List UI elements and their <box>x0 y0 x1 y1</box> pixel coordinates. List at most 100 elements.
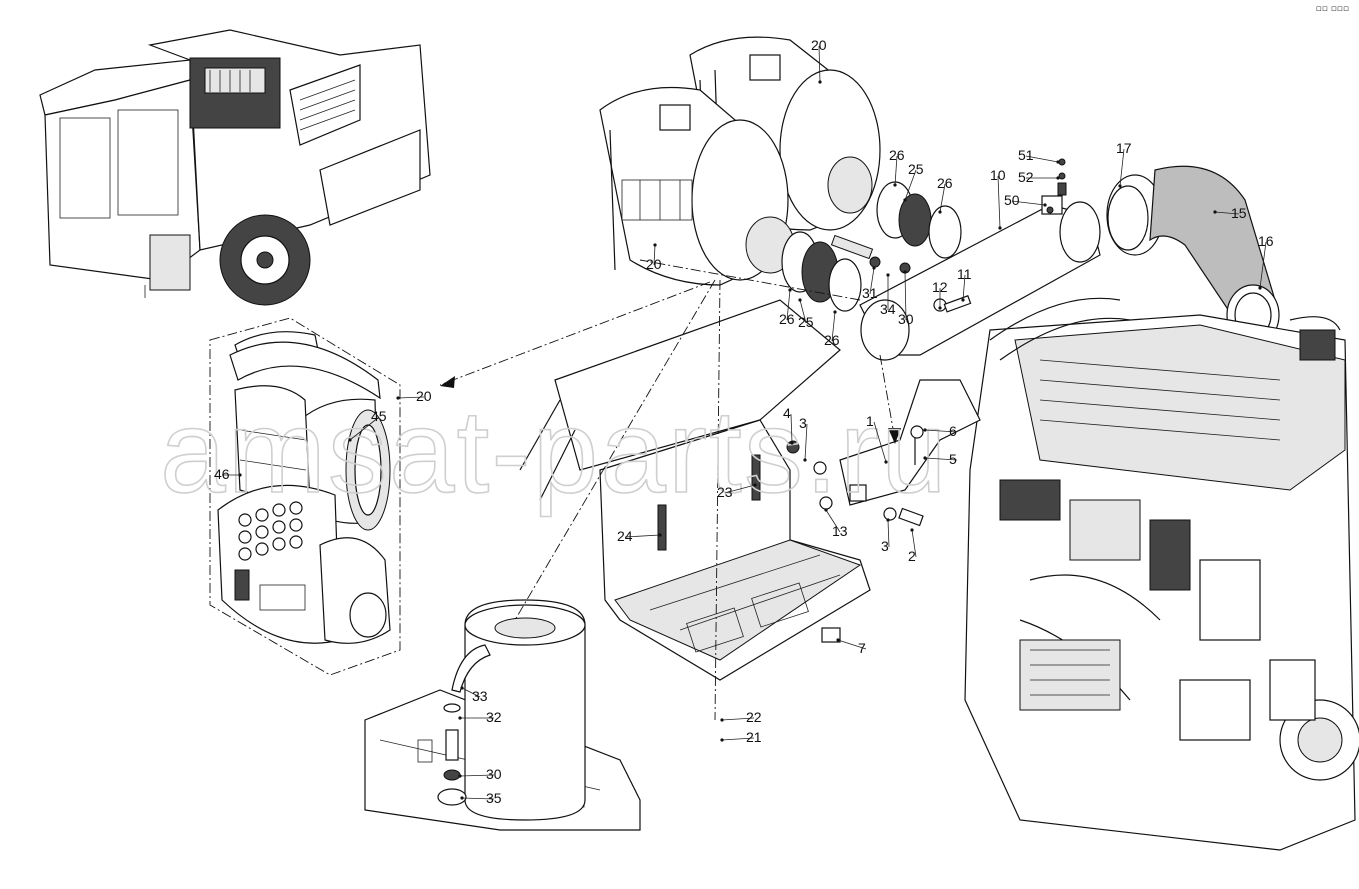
callout-number: 26 <box>779 311 795 327</box>
leader-line <box>1119 148 1125 187</box>
leader-dot <box>1258 286 1262 290</box>
leader-line <box>818 45 821 83</box>
callout-number: 24 <box>617 528 633 544</box>
callout-number: 23 <box>717 484 733 500</box>
callout-number: 46 <box>214 466 230 482</box>
leader-dot <box>790 441 794 445</box>
callout-number: 35 <box>486 790 502 806</box>
leader-dot <box>458 774 462 778</box>
leader-lines <box>222 45 1267 800</box>
callout-number: 30 <box>898 311 914 327</box>
leader-line <box>721 737 755 741</box>
leader-dot <box>798 298 802 302</box>
leader-line <box>924 457 958 461</box>
leader-dot <box>238 473 242 477</box>
leader-dot <box>824 508 828 512</box>
callout-number: 15 <box>1231 205 1247 221</box>
callout-number: 25 <box>798 314 814 330</box>
leader-dot <box>886 518 890 522</box>
leader-dot <box>460 686 464 690</box>
leader-dot <box>396 396 400 400</box>
mounting-tray <box>519 299 871 681</box>
leader-line <box>1214 211 1240 215</box>
callout-number: 31 <box>862 285 878 301</box>
leader-dot <box>753 483 757 487</box>
leader-dot <box>658 533 662 537</box>
callout-labels: 1233456710111213151617202020212223242525… <box>214 37 1274 806</box>
leader-dot <box>938 306 942 310</box>
leader-dot <box>803 458 807 462</box>
leader-dot <box>872 266 876 270</box>
leader-dot <box>348 438 352 442</box>
leader-line <box>837 639 867 650</box>
leader-line <box>721 717 755 721</box>
leader-dot <box>1056 160 1060 164</box>
watermark-text: amsat-parts.ru <box>160 386 949 518</box>
leader-line <box>825 509 841 533</box>
leader-dot <box>833 310 837 314</box>
callout-number: 1 <box>866 413 874 429</box>
callout-number: 11 <box>957 266 972 282</box>
leader-line <box>869 267 875 295</box>
callout-number: 20 <box>416 388 432 404</box>
leader-line <box>904 271 907 321</box>
leader-line <box>459 774 495 777</box>
leader-line <box>939 183 946 213</box>
callout-number: 33 <box>472 688 488 704</box>
callout-number: 25 <box>908 161 924 177</box>
hose-couplings <box>781 181 962 312</box>
callout-number: 2 <box>908 548 916 564</box>
leader-line <box>724 484 756 494</box>
callout-number: 10 <box>990 167 1006 183</box>
leader-line <box>831 311 836 342</box>
leader-dot <box>910 528 914 532</box>
leader-dot <box>460 796 464 800</box>
leader-line <box>653 244 656 266</box>
leader-line <box>911 529 917 558</box>
callout-number: 52 <box>1018 169 1034 185</box>
intake-pipe <box>859 158 1101 361</box>
leader-dot <box>836 638 840 642</box>
engine-icon <box>964 297 1359 851</box>
machine-overview-icon <box>39 29 431 306</box>
callout-number: 26 <box>824 332 840 348</box>
callout-number: 32 <box>486 709 502 725</box>
callout-number: 50 <box>1004 192 1020 208</box>
callout-number: 20 <box>811 37 827 53</box>
leader-dot <box>653 243 657 247</box>
callout-number: 21 <box>746 729 762 745</box>
callout-number: 51 <box>1018 147 1034 163</box>
leader-line <box>1025 155 1059 163</box>
leader-dot <box>458 716 462 720</box>
callout-number: 20 <box>646 256 662 272</box>
leader-line <box>904 169 917 201</box>
leader-line <box>1011 200 1046 206</box>
leader-dot <box>961 298 965 302</box>
leader-line <box>799 299 807 324</box>
leader-dot <box>893 183 897 187</box>
leader-dot <box>1043 203 1047 207</box>
leader-line <box>873 421 887 463</box>
leader-line <box>962 274 966 301</box>
leader-dot <box>923 428 927 432</box>
callout-number: 3 <box>881 538 889 554</box>
leader-line <box>924 429 958 433</box>
callout-number: 13 <box>832 523 848 539</box>
leader-line <box>349 416 380 441</box>
callout-number: 22 <box>746 709 762 725</box>
leader-line <box>1259 241 1267 289</box>
leader-dot <box>788 288 792 292</box>
leader-dot <box>903 270 907 274</box>
callout-number: 45 <box>371 408 387 424</box>
callout-number: 12 <box>932 279 948 295</box>
leader-dot <box>884 460 888 464</box>
callout-number: 26 <box>889 147 905 163</box>
leader-line <box>804 423 808 461</box>
leader-dot <box>1213 210 1217 214</box>
leader-dot <box>720 738 724 742</box>
callout-number: 17 <box>1116 140 1132 156</box>
callout-number: 6 <box>949 423 957 439</box>
callout-number: 30 <box>486 766 502 782</box>
